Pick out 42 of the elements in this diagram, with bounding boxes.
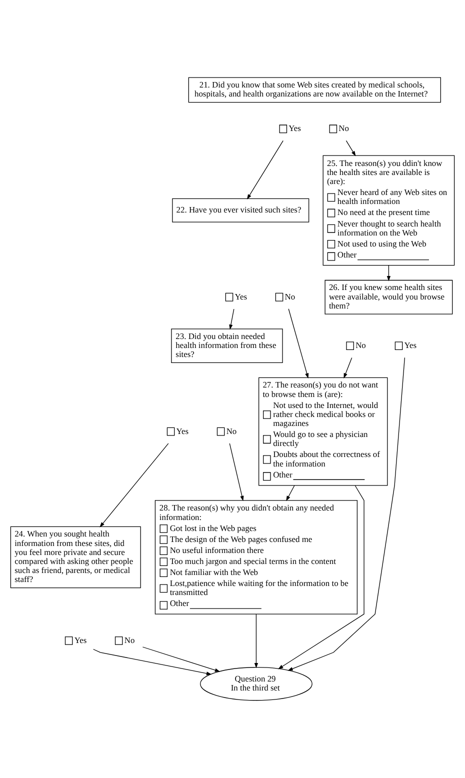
node-box [216, 427, 225, 436]
node-label: Yes [176, 426, 189, 436]
node-label: No [338, 123, 350, 134]
arrow [229, 443, 244, 502]
node-box [329, 124, 338, 134]
node-box [279, 124, 288, 134]
node-label: No [226, 426, 237, 436]
node-box [166, 427, 175, 436]
node-label: No [356, 340, 366, 350]
node-label: Yes [234, 291, 248, 302]
node-box [346, 342, 354, 350]
node-box: 27. The reason(s) you do not want to browse them is (are): Not used to the Internet, would rather check medical books or magazines Would go to see a physician directly Doubts about the correctness of the information Other [258, 377, 388, 486]
node-box [114, 636, 123, 645]
arrow [142, 646, 220, 672]
node-box: 24. When you sought health information from these sites, did you feel more private and secure compared with asking other people such as friend, parents, or medical staff? [10, 526, 141, 588]
arrow [254, 614, 258, 668]
node-box: 25. The reason(s) you ddin't know the health sites are available is (are): Never heard of any Web sites on health information No need at the present time Never thought to search health information on the Web Not used to using the Web Other [322, 155, 455, 266]
arrow [288, 357, 406, 671]
arrow [344, 357, 352, 378]
arrow [100, 443, 169, 528]
arrow [346, 140, 356, 156]
arrow [288, 308, 309, 378]
arrow [246, 140, 284, 200]
node-box: 23. Did you obtain needed health information from these sites? [171, 328, 283, 364]
node-label: Yes [404, 340, 417, 350]
node-label: No [284, 291, 296, 302]
arrow [386, 265, 391, 282]
node-box [225, 292, 234, 302]
node-box: 22. Have you ever visited such sites? [172, 198, 310, 222]
node-label: Yes [288, 123, 301, 134]
arrow [278, 485, 364, 670]
node-box: 21. Did you know that some Web sites created by medical schools, hospitals, and health organizations are now available on the Internet? [188, 77, 441, 103]
node-box [64, 636, 73, 645]
node-label: Yes [74, 634, 87, 645]
arrow [93, 648, 212, 676]
node-box [394, 342, 403, 350]
node-box: 28. The reason(s) why you didn't obtain any needed information: Got lost in the Web pages The design of the Web pages confused me No useful information there Too much jargon and special terms in the content Not familiar with the Web Lost,patience while waiting for the information to be transmitted Other [154, 500, 358, 614]
node-box: 26. If you knew some health sites were available, would you browse them? [324, 280, 453, 314]
node-box [275, 292, 284, 302]
node-label: No [124, 634, 135, 645]
arrow [229, 308, 234, 330]
arrow [286, 485, 295, 502]
